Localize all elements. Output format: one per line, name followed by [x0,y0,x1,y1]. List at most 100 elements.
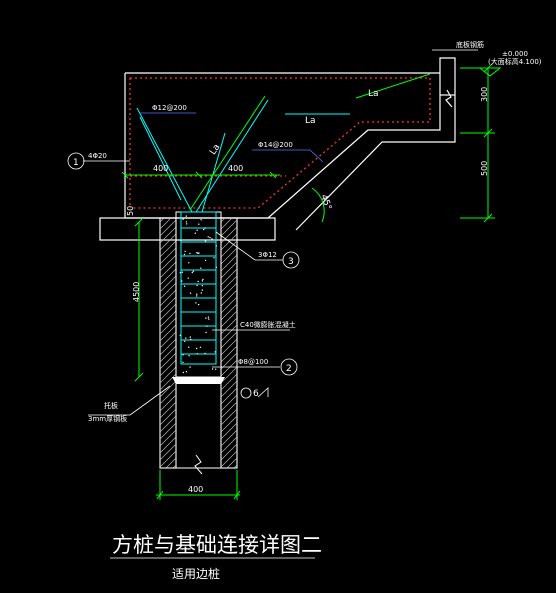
hatch-line [220,422,238,440]
hatch-line [220,261,238,279]
hatch-line [159,217,172,230]
label-plate-2: 3mm厚钢板 [88,414,127,423]
hatch-line [165,457,177,469]
label-dim-400-b: 400 [228,164,243,173]
label-rebar-a: Φ12@200 [152,104,187,112]
hatch-line [220,387,238,405]
hatch-line [220,401,238,419]
label-dim-400-a: 400 [153,164,168,173]
aggregate-dot [211,238,213,240]
aggregate-dot [211,368,214,370]
aggregate-dot [205,331,207,334]
aggregate-dot [203,228,205,231]
aggregate-dot [214,351,216,353]
label-circle-1: 1 [73,158,79,168]
hatch-line [226,457,238,469]
hatch-line [159,268,177,286]
aggregate-dot [188,355,190,357]
hatch-line [159,217,165,223]
hatch-line [159,408,177,426]
hatch-line [159,254,177,272]
aggregate-dot [189,292,192,294]
dim-400-tick-b [195,171,203,179]
aggregate-dot [204,259,207,262]
label-elev-value: ±0.000 [502,50,528,58]
aggregate-dot [184,250,186,253]
la-diag [189,95,266,211]
dim-4500-tick-a [134,217,144,227]
hatch-line [220,373,238,391]
slab-inner-step [295,57,456,231]
hatch-line [220,219,238,237]
aggregate-dot [207,236,209,238]
aggregate-dot [205,317,207,319]
label-stirrup: Φ8@100 [238,358,268,366]
pile-break-mark [194,454,203,475]
aggregate-dot [196,293,198,295]
hatch-line [220,380,238,398]
aggregate-dot [199,346,202,348]
label-plate-1: 托板 [104,401,118,410]
hatch-line [220,289,238,307]
wall-hatching [159,217,238,469]
hatch-line [159,226,177,244]
aggregate-dot [196,353,198,355]
label-mark-6: 6 [253,389,259,399]
cap-ledge [99,217,276,241]
aggregate-dot [186,223,188,225]
hatch-line [220,394,238,412]
label-dim-50: 50 [126,206,135,216]
aggregate-dot [182,371,185,374]
hatch-line [220,282,238,300]
label-circle-3: 3 [288,257,294,267]
label-rebar-d: 3Φ12 [258,251,277,259]
label-dim-500: 500 [480,161,489,176]
hatch-line [220,429,238,447]
label-la-2: La [305,116,316,126]
aggregate-dot [183,253,186,256]
hatch-line [220,240,238,258]
aggregate-dot [185,337,187,339]
hatch-line [159,380,177,398]
hatch-line [220,247,238,265]
concrete-aggregate-dots [179,215,217,374]
hatch-line [159,247,177,265]
anchor-bar-leader-a [139,116,182,201]
hatch-line [220,226,238,244]
label-dim-4500: 4500 [132,282,141,302]
hatch-line [159,352,177,370]
label-la-1: La [368,89,379,99]
hatch-line [220,296,238,314]
dim-4500-tick-b [134,372,144,382]
hatch-line [159,373,177,391]
aggregate-dot [182,361,184,363]
hatch-line [159,422,177,440]
hatch-line [159,450,177,468]
hatch-line [220,415,238,433]
hatch-line [159,345,177,363]
aggregate-dot [179,334,181,337]
hatch-line [159,429,177,447]
hatch-line [159,401,177,419]
aggregate-dot [200,292,202,294]
aggregate-dot [196,295,198,297]
pile-body [159,211,238,475]
aggregate-dot [201,285,203,287]
hatch-line [220,310,238,328]
stirrups [181,227,216,355]
label-la-3: La [208,143,222,157]
label-dim-400-bottom: 400 [188,485,203,494]
aggregate-dot [197,280,199,283]
la-arrow-line [355,73,431,99]
steel-plate [172,377,225,384]
elevation-symbol [479,67,502,77]
rebar-red [129,77,431,209]
leader-plate [129,385,171,416]
hatch-line [220,217,226,223]
hatch-line [220,359,238,377]
aggregate-dot [181,280,183,282]
aggregate-dot [204,227,206,229]
aggregate-dot [189,252,191,255]
aggregate-dot [215,245,217,247]
aggregate-dot [183,285,186,287]
